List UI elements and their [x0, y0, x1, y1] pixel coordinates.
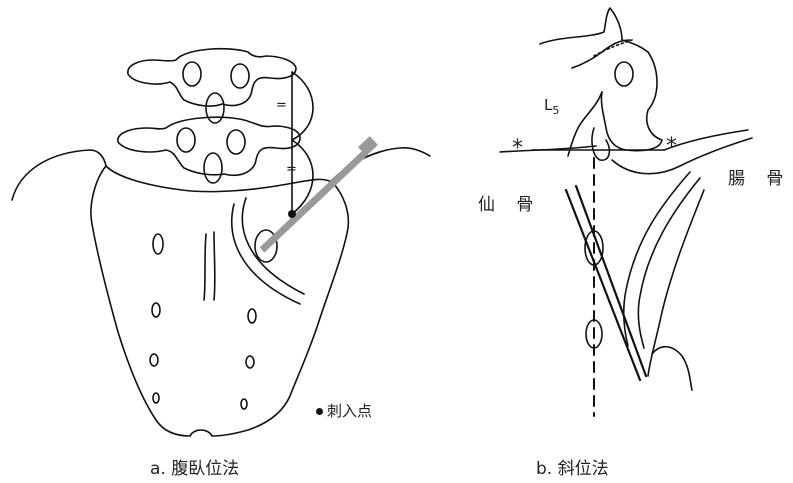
- pedicle-oval: [227, 130, 245, 154]
- ilium-line: [624, 172, 690, 346]
- pedicle-oval: [615, 62, 633, 86]
- facet-dotted-line: [594, 40, 632, 56]
- level-subscript: 5: [552, 104, 559, 117]
- lumbar-vertebra-upper: [128, 49, 296, 106]
- legend-entry-point: 刺入点: [316, 400, 372, 421]
- sacral-midline: [204, 232, 215, 300]
- oblique-vertebra-outline: [540, 8, 662, 151]
- caption-panel-b: b. 斜位法: [536, 454, 609, 479]
- sacral-foramen: [248, 309, 256, 323]
- equal-mark-lower: =: [286, 162, 297, 177]
- equal-mark-upper: =: [276, 98, 287, 113]
- ilium-line: [652, 347, 692, 390]
- iliac-crest-left: [12, 150, 106, 200]
- entry-point-marker: [288, 210, 296, 218]
- spinous-process: [206, 93, 224, 123]
- needle-shaft: [262, 152, 366, 250]
- iliac-crest-right: [330, 148, 430, 182]
- ilium-line: [648, 190, 704, 376]
- marker-left-asterisk: *: [512, 138, 523, 160]
- caption-panel-a: a. 腹臥位法: [150, 454, 239, 479]
- marker-right-asterisk: *: [666, 136, 677, 158]
- legend-label: 刺入点: [327, 402, 372, 420]
- sacrum-edge: [566, 190, 640, 380]
- sacral-foramen: [241, 399, 247, 409]
- ilium-line: [638, 178, 700, 348]
- sacral-foramen: [152, 303, 160, 317]
- label-sacrum: 仙 骨: [478, 190, 541, 215]
- panel-a-drawing: [12, 49, 430, 436]
- lumbar-vertebra-lower: [118, 117, 300, 175]
- sacral-foramen: [153, 234, 163, 254]
- sacral-foramen: [153, 393, 159, 403]
- pedicle-oval: [177, 128, 195, 152]
- legend-dot-icon: [316, 408, 323, 415]
- pedicle-oval: [183, 62, 201, 86]
- sacral-foramen: [246, 356, 254, 368]
- pedicle-oval: [231, 64, 249, 88]
- sacral-foramen: [150, 354, 158, 366]
- spinous-process: [204, 153, 222, 183]
- sacrum-edge: [576, 186, 646, 376]
- level-label-l5: L5: [544, 96, 559, 117]
- label-ilium: 腸 骨: [728, 164, 791, 189]
